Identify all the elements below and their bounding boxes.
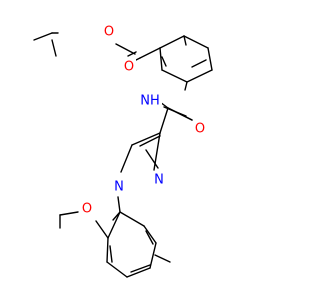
single-bond-3 [115, 43, 136, 55]
atom-label-layer: O O NH O N N O [80, 24, 207, 217]
double-bond-inner-line-9 [109, 245, 113, 263]
single-bond-21 [143, 225, 157, 244]
double-bond-inner-line-4 [161, 56, 167, 67]
single-bond-22 [149, 242, 157, 269]
single-bond-16 [120, 144, 133, 173]
double-bond-inner-line-8 [130, 264, 151, 273]
amide-carbonyl-double-bond-a [167, 107, 193, 121]
double-bond-inner-line-3 [191, 59, 207, 68]
single-bond-28 [95, 220, 109, 239]
pyrazole-n2-text: N [154, 173, 164, 188]
ester-carbonyl-oxygen-label: O [122, 59, 136, 75]
single-bond-5 [159, 35, 185, 49]
single-bond-10 [159, 47, 163, 71]
single-bond-15 [131, 132, 161, 146]
single-bond-14 [159, 107, 169, 134]
double-bond-inner-line-6 [139, 135, 161, 147]
single-bond-8 [186, 69, 213, 83]
single-bond-29 [59, 211, 79, 216]
ester-ether-oxygen-text: O [104, 25, 114, 40]
single-bond-25 [106, 237, 109, 263]
ester-carbonyl-oxygen-text: O [124, 60, 134, 75]
single-bond-9 [161, 69, 188, 83]
ester-ether-oxygen-label: O [102, 24, 116, 40]
methoxy-oxygen-label: O [80, 201, 94, 217]
single-bond-6 [183, 35, 209, 49]
pyrazole-ring-bond [145, 149, 159, 169]
pyrazole-n2-label: N [152, 172, 166, 188]
single-bond-1 [33, 32, 53, 41]
molecule-structure-diagram: O O NH O N N O [33, 24, 213, 278]
double-bond-inner-line-2 [183, 35, 187, 46]
amide-nh-text: NH [140, 94, 160, 109]
pyrazole-n1-label: N [112, 179, 126, 195]
single-bond-18 [117, 196, 121, 213]
amide-nh-label: NH [138, 93, 162, 109]
single-bond-26 [107, 211, 121, 239]
double-bond-inner-line-7 [145, 230, 154, 245]
pyrazole-n1-text: N [114, 180, 124, 195]
single-bond-23 [126, 267, 151, 278]
single-bond-20 [119, 211, 145, 227]
amide-oxygen-label: O [193, 121, 207, 137]
double-bond-inner-line-1 [51, 39, 57, 57]
single-bond-7 [207, 47, 213, 71]
ester-carbonyl-double-bond-b [127, 51, 137, 57]
single-bond-4 [139, 47, 161, 59]
methoxy-oxygen-text: O [82, 202, 92, 217]
single-bond-11 [184, 81, 188, 91]
amide-oxygen-text: O [195, 122, 205, 137]
single-bond-24 [106, 261, 128, 278]
single-bond-27 [154, 254, 171, 263]
